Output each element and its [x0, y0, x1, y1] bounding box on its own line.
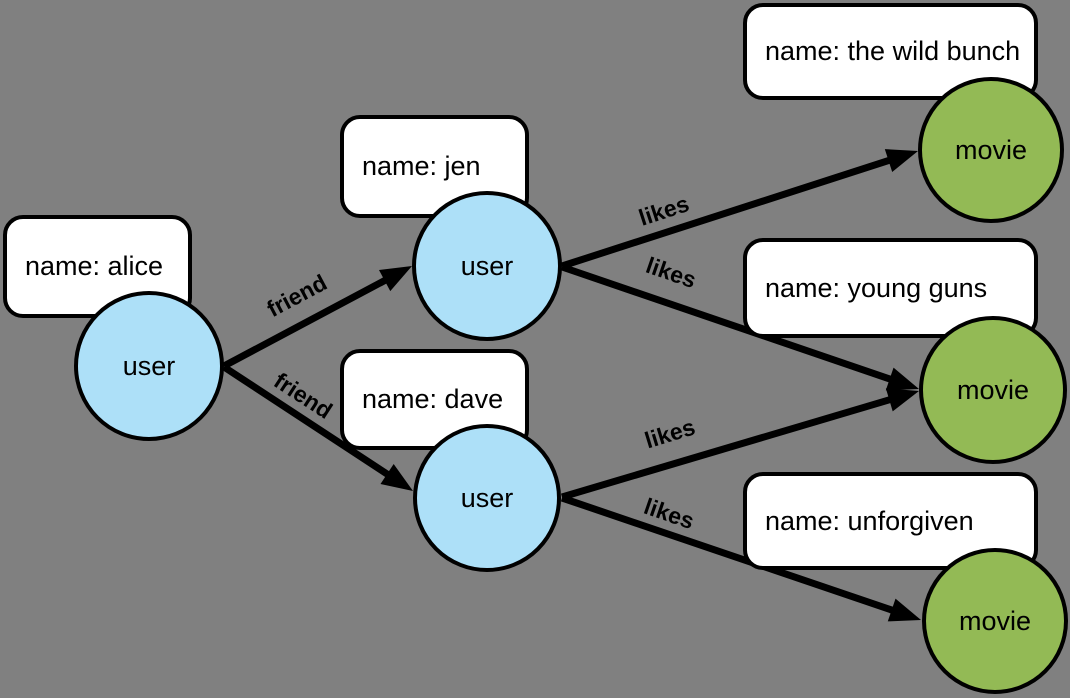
property-box-text: name: the wild bunch: [765, 36, 1021, 66]
node-label: movie: [954, 134, 1028, 165]
property-box-text: name: unforgiven: [765, 505, 974, 536]
arrowhead-icon: [378, 266, 412, 292]
edge-line-alice-jen: [222, 269, 402, 370]
node-alice: user: [74, 291, 224, 441]
node-unforgiven: movie: [922, 548, 1068, 694]
node-jen: user: [412, 191, 562, 341]
edge-line-dave-youngguns: [561, 391, 907, 501]
arrowhead-icon: [887, 598, 921, 622]
edge-line-dave-unforgiven: [560, 494, 909, 619]
node-label: user: [122, 350, 176, 381]
property-box-text: name: alice: [25, 251, 164, 281]
node-label: user: [460, 250, 514, 281]
node-dave: user: [413, 424, 561, 572]
node-wildbunch: movie: [918, 77, 1064, 223]
property-box-text: name: young guns: [765, 272, 988, 303]
node-label: user: [460, 482, 514, 513]
edge-line-jen-youngguns: [560, 263, 907, 388]
edge-line-jen-wildbunch: [560, 151, 906, 270]
property-box-text: name: dave: [362, 384, 504, 414]
edge-line-alice-dave: [222, 364, 404, 487]
arrowhead-icon: [885, 388, 919, 412]
property-box-wildbunch: name: the wild bunch: [743, 3, 1038, 100]
property-box-text: name: jen: [362, 151, 481, 181]
arrowhead-icon: [884, 149, 918, 172]
node-label: movie: [958, 605, 1032, 636]
arrowhead-icon: [885, 367, 919, 391]
property-box-unforgiven: name: unforgiven: [743, 472, 1038, 570]
node-label: movie: [956, 374, 1030, 405]
arrowhead-icon: [380, 463, 413, 491]
node-youngguns: movie: [919, 316, 1067, 464]
